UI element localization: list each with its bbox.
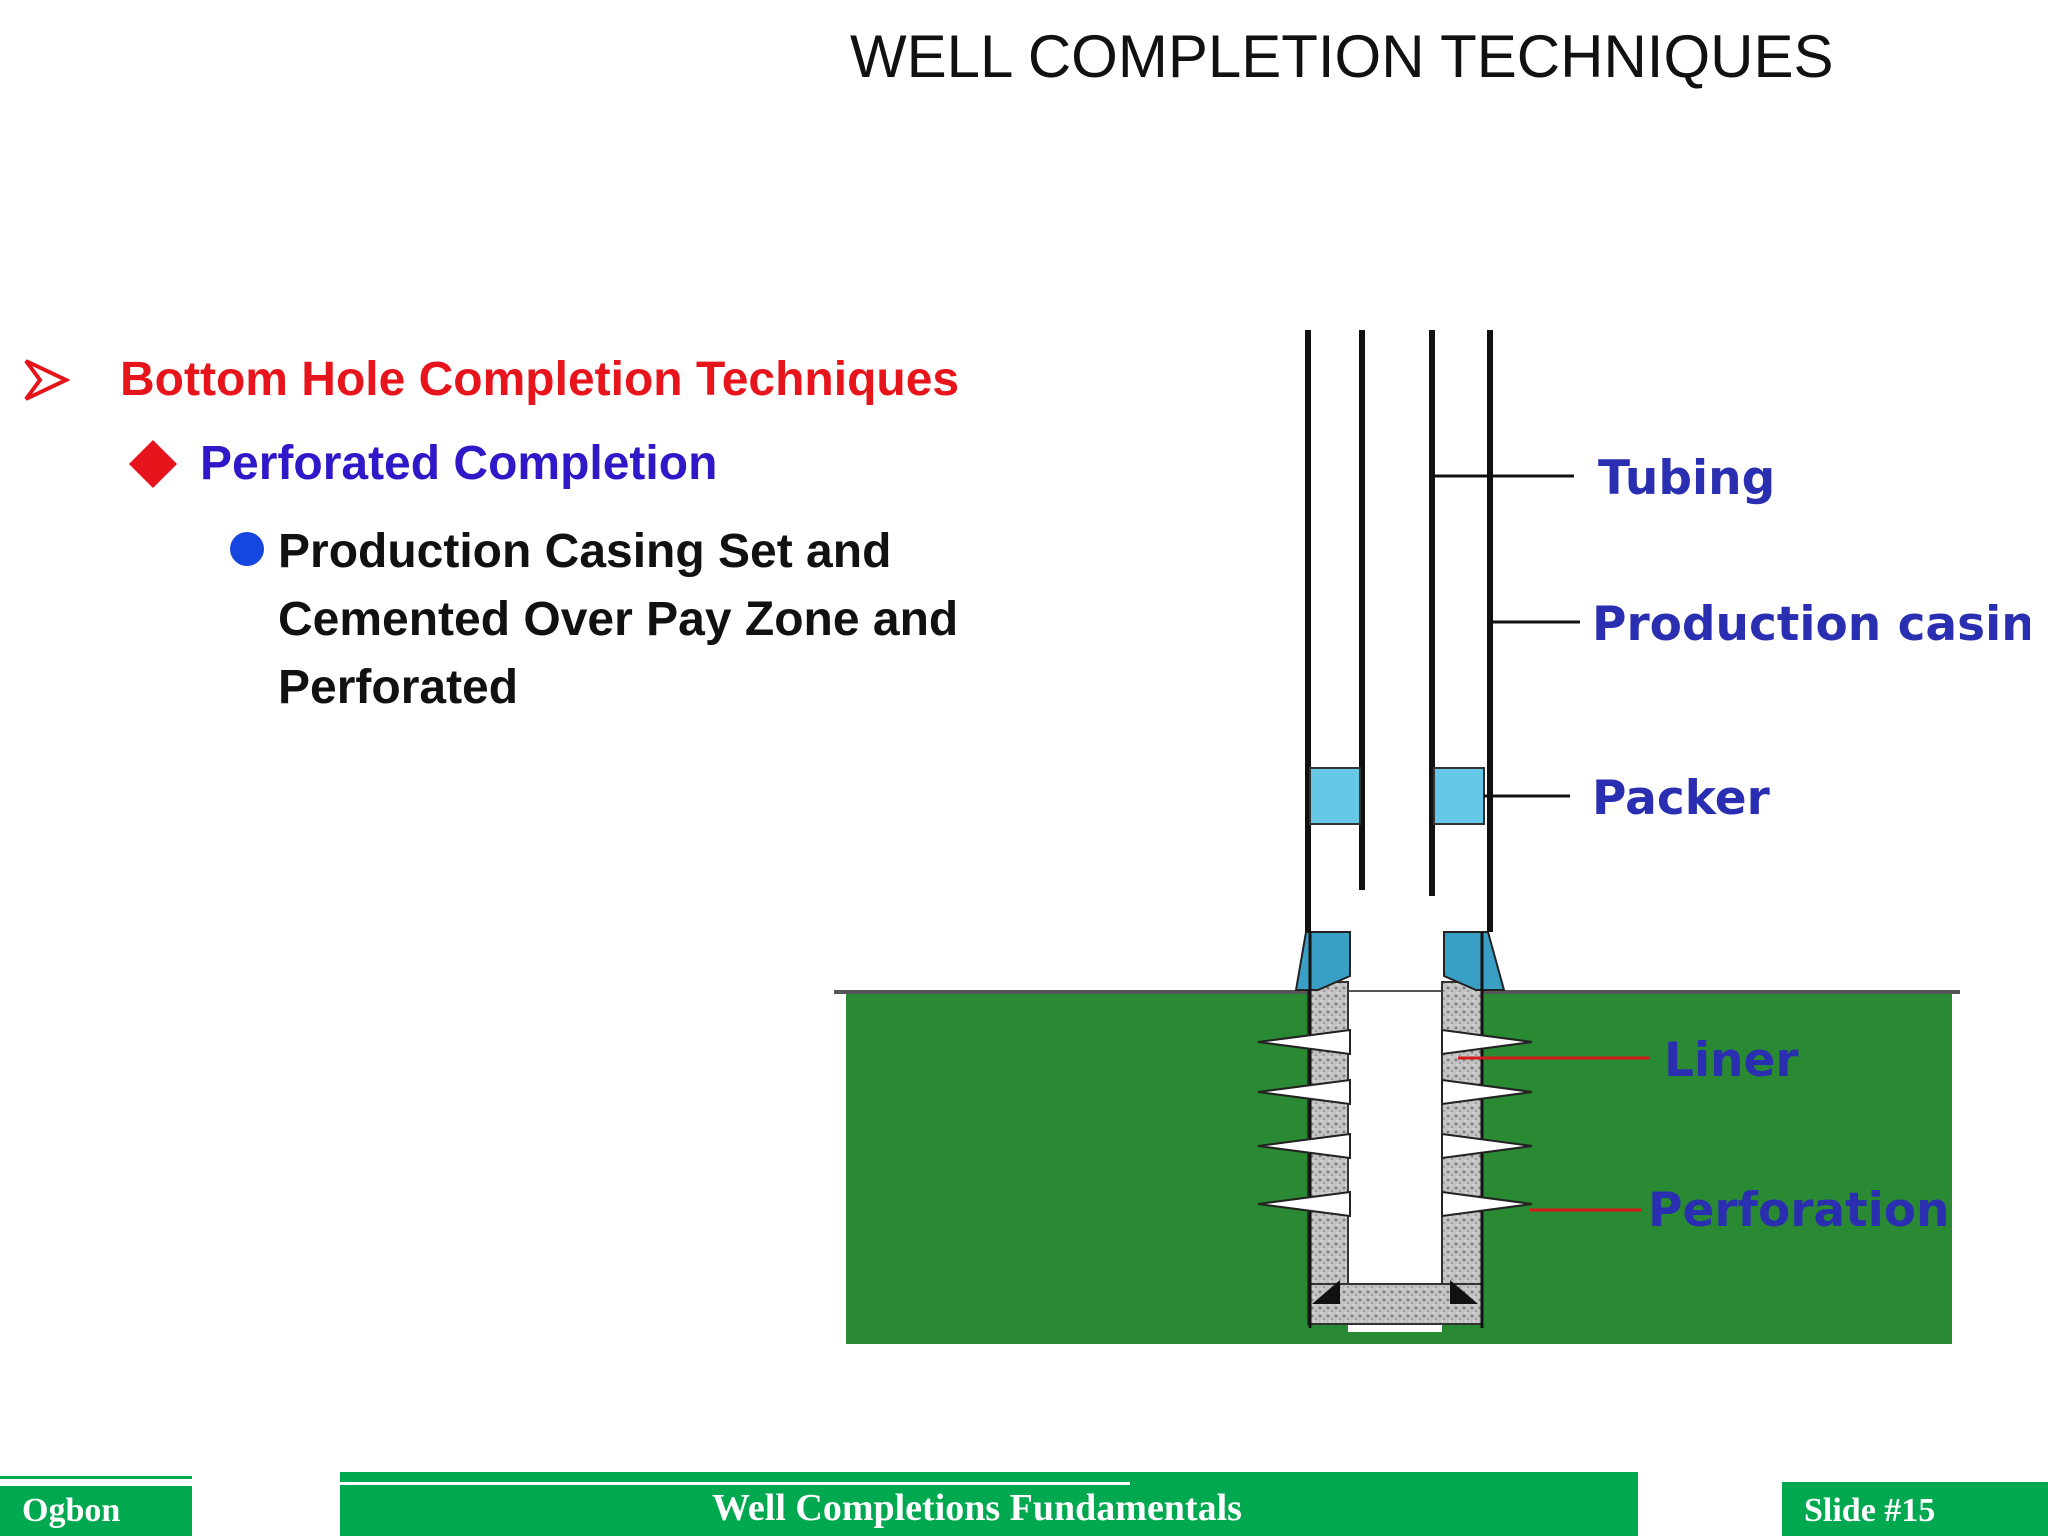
bullet-level-3-text: Production Casing Set and Cemented Over … bbox=[278, 525, 959, 714]
packer-right bbox=[1433, 767, 1485, 825]
packer-left bbox=[1309, 767, 1361, 825]
footer-author-box: Ogbon bbox=[0, 1482, 192, 1536]
label-tubing: Tubing bbox=[1598, 451, 1775, 506]
bullet-level-2: Perforated Completion bbox=[128, 436, 717, 491]
footer-course-accent bbox=[340, 1482, 1130, 1485]
footer-author: Ogbon bbox=[22, 1492, 121, 1529]
slide-title: WELL COMPLETION TECHNIQUES bbox=[850, 23, 1834, 90]
label-packer: Packer bbox=[1592, 771, 1771, 826]
perforations-left bbox=[1257, 1028, 1351, 1218]
perforations-right bbox=[1441, 1028, 1533, 1218]
footer-course: Well Completions Fundamentals bbox=[712, 1487, 1242, 1529]
label-liner: Liner bbox=[1664, 1033, 1799, 1088]
wellbore-interior bbox=[1348, 992, 1442, 1332]
well-completion-diagram: Tubing Production casing Packer Liner Pe… bbox=[834, 330, 2030, 1344]
footer-left-accent bbox=[0, 1476, 192, 1479]
bottom-shoe-right bbox=[1450, 1280, 1478, 1304]
bullet-level-2-text: Perforated Completion bbox=[200, 437, 718, 490]
bullet-level-1: Bottom Hole Completion Techniques bbox=[22, 352, 959, 407]
arrowhead-bullet-icon bbox=[24, 358, 70, 401]
footer-course-box: Well Completions Fundamentals bbox=[340, 1472, 1638, 1536]
dot-bullet-icon bbox=[230, 532, 264, 566]
diamond-bullet-icon bbox=[128, 439, 178, 488]
label-perforation: Perforation bbox=[1648, 1183, 1949, 1238]
label-production-casing: Production casing bbox=[1592, 597, 2030, 652]
bottom-shoe-left bbox=[1312, 1280, 1340, 1304]
footer-slide-box: Slide #15 bbox=[1782, 1482, 2048, 1536]
footer-slide-number: Slide #15 bbox=[1804, 1492, 1936, 1529]
bullet-level-1-text: Bottom Hole Completion Techniques bbox=[120, 353, 960, 406]
